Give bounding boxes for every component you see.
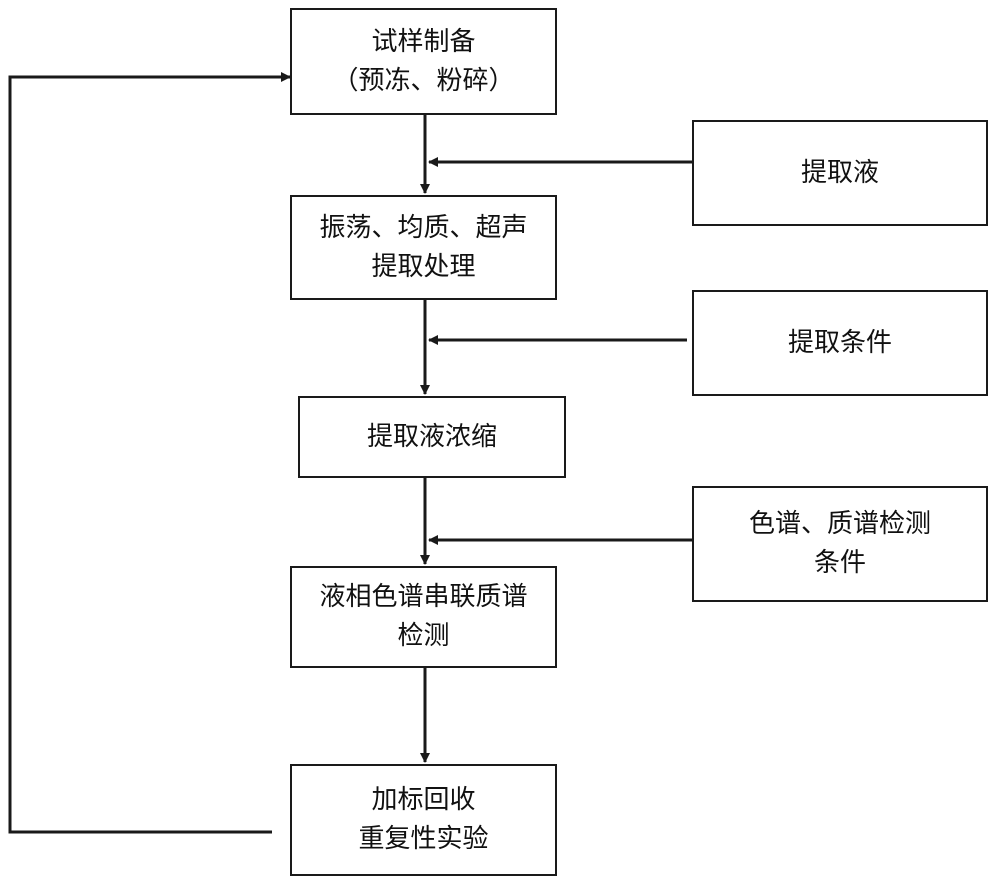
- node-ms-conditions-line2: 条件: [813, 548, 866, 578]
- node-extractant-line1: 提取液: [800, 157, 879, 188]
- node-sample-prep-line2: （预冻、粉碎）: [332, 65, 515, 96]
- node-lcms: 液相色谱串联质谱 检测: [290, 566, 557, 668]
- node-extractant: 提取液: [692, 120, 988, 226]
- node-concentration: 提取液浓缩: [298, 396, 566, 478]
- node-concentration-line1: 提取液浓缩: [366, 421, 497, 452]
- node-sample-prep-line1: 试样制备: [371, 26, 476, 57]
- arrow-feedback-loop: [8, 72, 291, 834]
- node-extract-conditions: 提取条件: [692, 290, 988, 396]
- node-lcms-line2: 检测: [397, 621, 450, 651]
- node-ms-conditions: 色谱、质谱检测 条件: [692, 486, 988, 602]
- node-sample-prep: 试样制备 （预冻、粉碎）: [290, 8, 557, 115]
- node-recovery-line1: 加标回收: [371, 785, 476, 815]
- node-ms-conditions-line1: 色谱、质谱检测: [748, 509, 931, 539]
- node-extraction-line1: 振荡、均质、超声: [319, 212, 528, 243]
- node-extract-conditions-line1: 提取条件: [787, 327, 892, 358]
- node-extraction: 振荡、均质、超声 提取处理: [290, 195, 557, 300]
- node-lcms-line1: 液相色谱串联质谱: [319, 582, 528, 612]
- node-recovery-line2: 重复性实验: [358, 824, 489, 854]
- node-extraction-line2: 提取处理: [371, 251, 476, 282]
- node-recovery: 加标回收 重复性实验: [290, 764, 557, 876]
